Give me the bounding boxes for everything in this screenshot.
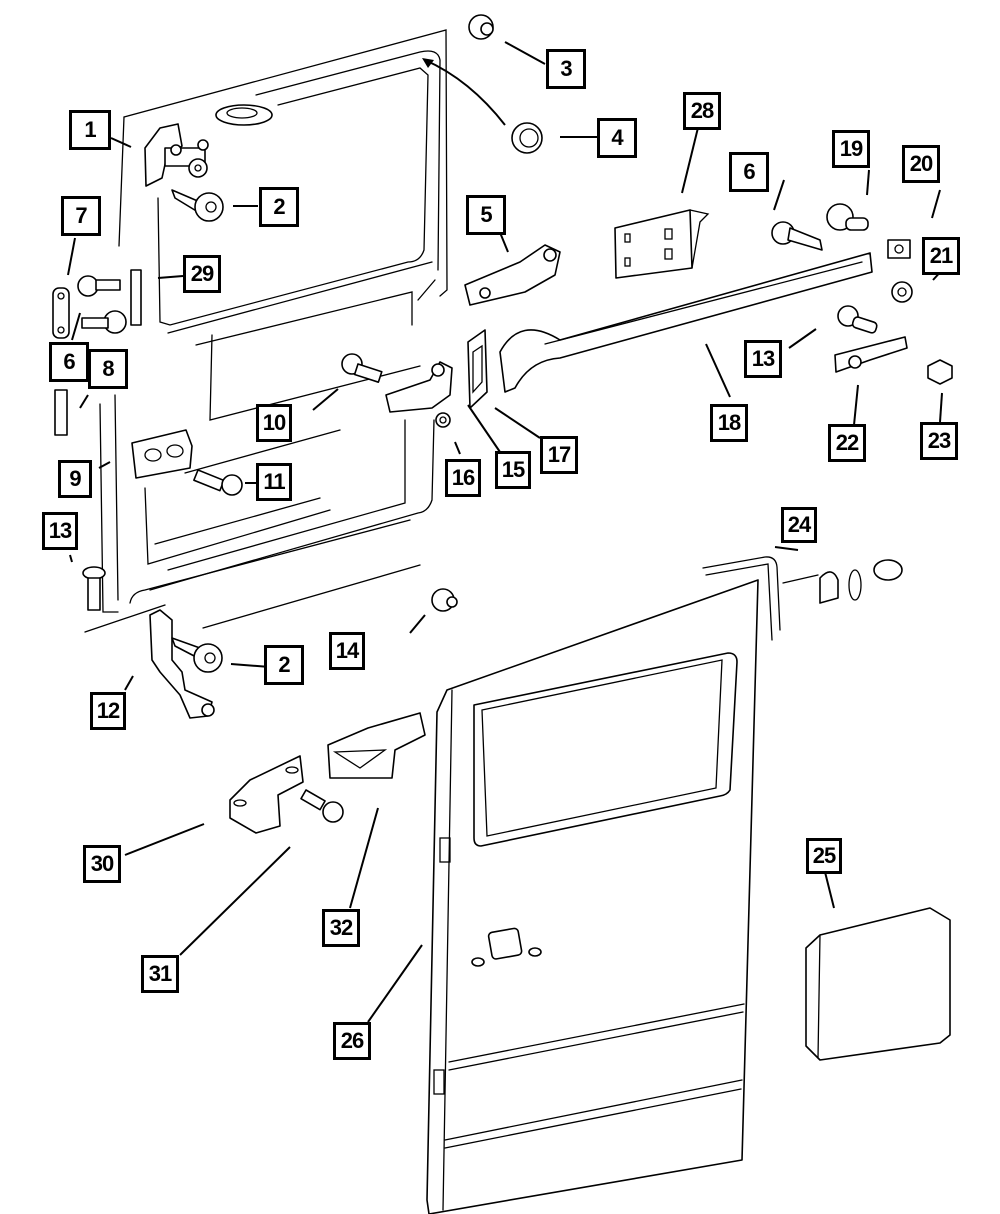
- bumper-plug: [468, 14, 494, 40]
- center-track: [499, 252, 873, 393]
- striker-parts: [52, 269, 142, 436]
- nut-flanged: [891, 281, 913, 303]
- callout-23: 23: [920, 422, 958, 460]
- callout-32: 32: [322, 909, 360, 947]
- grommet: [511, 122, 543, 154]
- callout-18: 18: [710, 404, 748, 442]
- lower-hinge-arm: [149, 609, 215, 719]
- arrow-leader: [424, 59, 506, 126]
- hex-nut: [927, 359, 953, 385]
- callout-15: 15: [495, 451, 531, 489]
- lower-bracket: [229, 755, 304, 834]
- door-inner-panel: [84, 29, 448, 633]
- callout-26: 26: [333, 1022, 371, 1060]
- insulator-pad: [805, 907, 951, 1061]
- bumper: [431, 588, 458, 612]
- bolt-left: [82, 566, 106, 611]
- callout-10: 10: [256, 404, 292, 442]
- track-screw: [771, 221, 823, 251]
- callout-16: 16: [445, 459, 481, 497]
- callout-29: 29: [183, 255, 221, 293]
- center-hinge-arm: [464, 244, 561, 306]
- callout-13-left: 13: [42, 512, 78, 550]
- callout-9: 9: [58, 460, 92, 498]
- lower-track-end: [327, 712, 426, 779]
- callout-19: 19: [832, 130, 870, 168]
- callout-1: 1: [69, 110, 111, 150]
- callout-6-right: 6: [729, 152, 769, 192]
- weatherstrip: [702, 556, 903, 641]
- leader-lines: [67, 41, 945, 1023]
- callout-30: 30: [83, 845, 121, 883]
- callout-20: 20: [902, 145, 940, 183]
- upper-roller-bracket: [144, 123, 209, 187]
- callout-25: 25: [806, 838, 842, 874]
- arrow-head: [422, 58, 434, 68]
- callout-6-left: 6: [49, 342, 89, 382]
- hinge-bolt: [341, 353, 383, 383]
- door-outer-panel: [426, 579, 759, 1214]
- callout-28: 28: [683, 92, 721, 130]
- callout-2-upper: 2: [259, 187, 299, 227]
- track-bracket: [614, 209, 710, 279]
- callout-3: 3: [546, 49, 586, 89]
- callout-22: 22: [828, 424, 866, 462]
- callout-2-lower: 2: [264, 645, 304, 685]
- roller-carrier: [834, 336, 908, 373]
- bolt-31: [300, 789, 344, 823]
- stop-bumper: [826, 203, 869, 231]
- callout-8: 8: [88, 349, 128, 389]
- washer: [435, 412, 451, 428]
- screw-upper: [171, 189, 224, 222]
- callout-13-right: 13: [744, 340, 782, 378]
- callout-7: 7: [61, 196, 101, 236]
- callout-17: 17: [540, 436, 578, 474]
- callout-31: 31: [141, 955, 179, 993]
- wedge-plate: [131, 429, 193, 479]
- bolt-right: [837, 305, 878, 334]
- callout-5: 5: [466, 195, 506, 235]
- center-bracket: [385, 361, 453, 413]
- cover-plate: [467, 329, 488, 409]
- callout-4: 4: [597, 118, 637, 158]
- screw-lower: [171, 637, 223, 673]
- clip-nut: [887, 239, 911, 259]
- callout-24: 24: [781, 507, 817, 543]
- callout-12: 12: [90, 692, 126, 730]
- callout-21: 21: [922, 237, 960, 275]
- screw-11: [193, 469, 243, 496]
- callout-11: 11: [256, 463, 292, 501]
- callout-14: 14: [329, 632, 365, 670]
